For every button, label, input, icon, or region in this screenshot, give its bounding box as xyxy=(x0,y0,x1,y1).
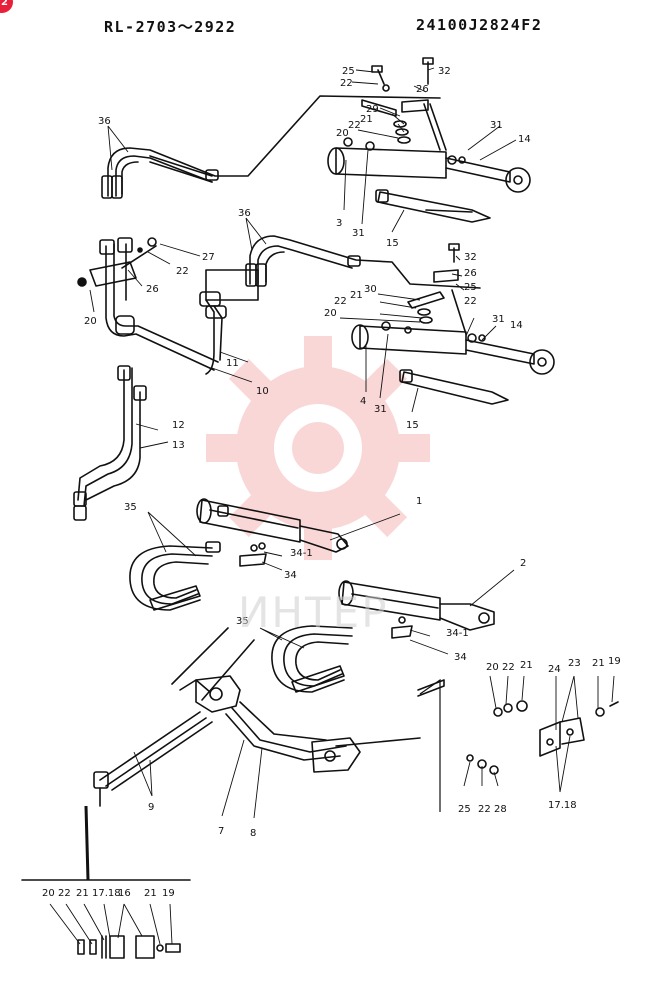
hose-assembly-36-upper xyxy=(101,95,441,199)
detail-bracket-line xyxy=(419,678,441,812)
pipe-12-13 xyxy=(73,365,147,521)
callout-34-1: 34-1 xyxy=(446,628,469,639)
callout-28: 28 xyxy=(494,804,507,815)
callout-34-1: 34-1 xyxy=(290,548,313,559)
callout-3: 3 xyxy=(336,218,342,229)
cylinder-3-upper xyxy=(327,103,531,223)
part-code-label: 24100J2824F2 xyxy=(416,16,543,34)
callout-21: 21 xyxy=(76,888,89,899)
callout-24: 24 xyxy=(548,664,561,675)
callout-31: 31 xyxy=(492,314,505,325)
callout-31: 31 xyxy=(490,120,503,131)
callout-10: 10 xyxy=(256,386,269,397)
callout-15: 15 xyxy=(406,420,419,431)
callout-22: 22 xyxy=(334,296,347,307)
callout-35: 35 xyxy=(236,616,249,627)
callout-22: 22 xyxy=(502,662,515,673)
valve-block-and-pipes xyxy=(93,627,421,807)
hose-assembly-35-left xyxy=(129,541,267,611)
callout-22: 22 xyxy=(340,78,353,89)
page-badge: 2 xyxy=(0,0,13,13)
callout-22: 22 xyxy=(348,120,361,131)
cylinder-4-middle xyxy=(351,289,555,405)
callout-31: 31 xyxy=(374,404,387,415)
callout-36: 36 xyxy=(238,208,251,219)
watermark-gear-logo xyxy=(206,336,430,560)
detail-assembly-bottom-left xyxy=(21,879,191,959)
page-badge-label: 2 xyxy=(1,0,8,8)
pipe-10-11 xyxy=(199,269,259,375)
callout-35: 35 xyxy=(124,502,137,513)
callout-7: 7 xyxy=(218,826,224,837)
hose-assembly-36-middle xyxy=(245,235,481,289)
callout-13: 13 xyxy=(172,440,185,451)
callout-32: 32 xyxy=(464,252,477,263)
hardware-cluster-right xyxy=(417,679,619,775)
callout-19: 19 xyxy=(608,656,621,667)
callout-21: 21 xyxy=(360,114,373,125)
callout-32: 32 xyxy=(438,66,451,77)
callout-34: 34 xyxy=(284,570,297,581)
callout-21: 21 xyxy=(144,888,157,899)
callout-14: 14 xyxy=(510,320,523,331)
cylinder-2 xyxy=(338,580,495,631)
callout-21: 21 xyxy=(520,660,533,671)
callout-31: 31 xyxy=(352,228,365,239)
callout-30: 30 xyxy=(364,284,377,295)
leader-lines xyxy=(49,67,615,945)
hose-assembly-35-right xyxy=(271,616,413,693)
callout-14: 14 xyxy=(518,134,531,145)
callout-15: 15 xyxy=(386,238,399,249)
callout-34: 34 xyxy=(454,652,467,663)
callout-4: 4 xyxy=(360,396,366,407)
callout-23: 23 xyxy=(568,658,581,669)
callout-25: 25 xyxy=(464,282,477,293)
callout-11: 11 xyxy=(226,358,239,369)
callout-20: 20 xyxy=(84,316,97,327)
callout-21: 21 xyxy=(592,658,605,669)
callout-21: 21 xyxy=(350,290,363,301)
callout-36: 36 xyxy=(98,116,111,127)
callout-1: 1 xyxy=(416,496,422,507)
callout-2: 2 xyxy=(520,558,526,569)
callout-22: 22 xyxy=(58,888,71,899)
model-range-label: RL-2703～2922 xyxy=(104,18,237,36)
cylinder-1 xyxy=(196,498,349,553)
callout-20: 20 xyxy=(324,308,337,319)
callout-12: 12 xyxy=(172,420,185,431)
manifold-pipes-left xyxy=(77,237,219,371)
callout-16: 16 xyxy=(118,888,131,899)
watermark-text: ИНТЕР xyxy=(238,588,389,637)
callout-8: 8 xyxy=(250,828,256,839)
callout-26: 26 xyxy=(464,268,477,279)
callout-25: 25 xyxy=(342,66,355,77)
callout-27: 27 xyxy=(202,252,215,263)
callout-25: 25 xyxy=(458,804,471,815)
callout-17-18: 17.18 xyxy=(548,800,577,811)
callout-22: 22 xyxy=(478,804,491,815)
callout-9: 9 xyxy=(148,802,154,813)
hardware-middle-right xyxy=(381,243,460,334)
callout-26: 26 xyxy=(416,84,429,95)
callout-labels: 36 36 25 22 32 26 29 21 22 20 31 14 3 31… xyxy=(42,66,621,899)
callout-20: 20 xyxy=(336,128,349,139)
callout-19: 19 xyxy=(162,888,175,899)
callout-17-18: 17.18 xyxy=(92,888,121,899)
callout-26: 26 xyxy=(146,284,159,295)
callout-22: 22 xyxy=(464,296,477,307)
callout-20: 20 xyxy=(486,662,499,673)
detail-pointer-line xyxy=(84,805,90,881)
callout-22: 22 xyxy=(176,266,189,277)
callout-29: 29 xyxy=(366,104,379,115)
callout-20: 20 xyxy=(42,888,55,899)
